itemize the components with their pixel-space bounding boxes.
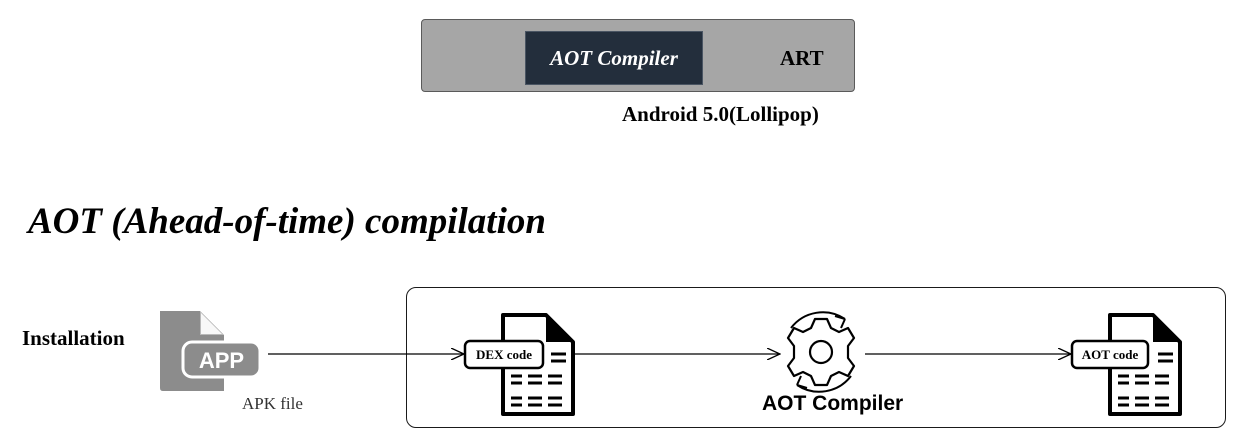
aot-code-label: AOT code bbox=[1082, 347, 1139, 362]
section-title: AOT (Ahead-of-time) compilation bbox=[28, 201, 546, 242]
dex-document-icon: DEX code bbox=[463, 313, 575, 416]
installation-label: Installation bbox=[22, 326, 125, 350]
aot-compiler-box: AOT Compiler bbox=[525, 31, 703, 85]
apk-file-icon: APP bbox=[160, 311, 262, 391]
aot-compiler-box-label: AOT Compiler bbox=[550, 45, 678, 70]
art-label: ART bbox=[780, 46, 824, 70]
aot-document-icon: AOT code bbox=[1070, 313, 1182, 416]
android-version-label: Android 5.0(Lollipop) bbox=[622, 102, 819, 126]
apk-icon-text: APP bbox=[199, 348, 244, 373]
apk-file-caption: APK file bbox=[242, 394, 303, 413]
aot-compiler-caption: AOT Compiler bbox=[762, 392, 904, 415]
dex-code-label: DEX code bbox=[476, 347, 532, 362]
gear-cycle-icon bbox=[786, 311, 856, 393]
